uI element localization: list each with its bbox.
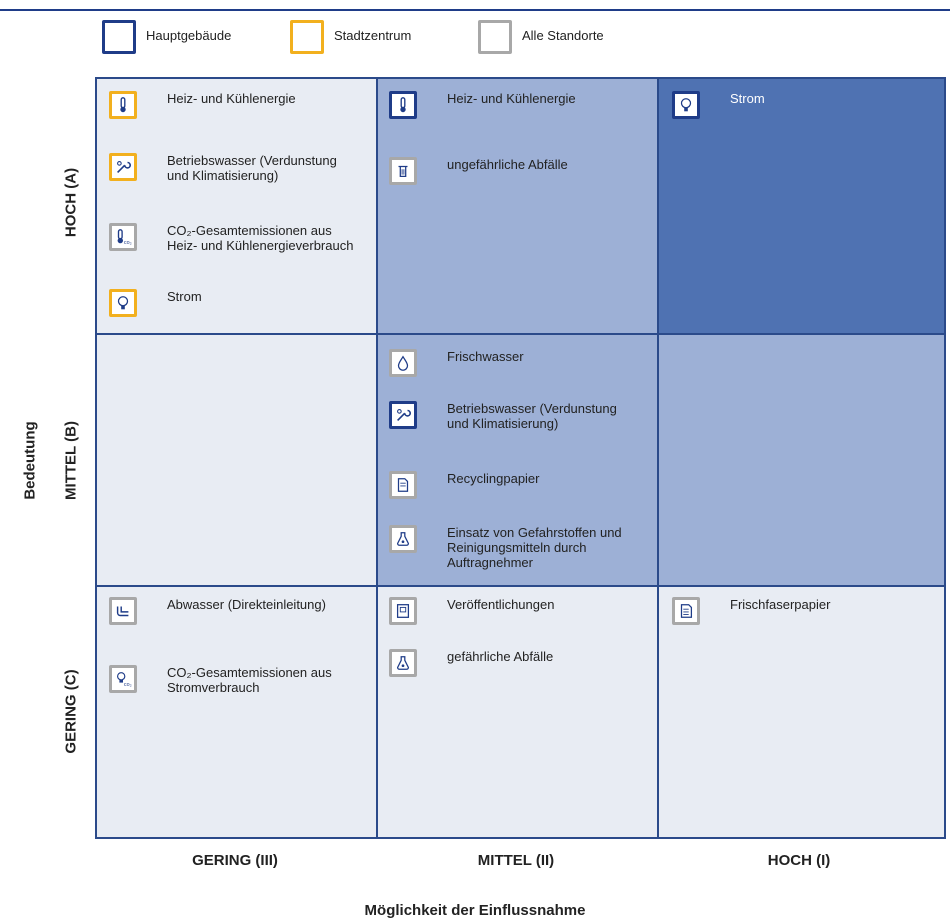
cell-hoch-mittel xyxy=(378,79,659,335)
cell-gering-gering xyxy=(97,587,378,837)
legend-label: Alle Standorte xyxy=(522,28,604,43)
lightbulb-icon xyxy=(109,289,137,317)
paper-icon xyxy=(672,597,700,625)
matrix-item: Frischwasser xyxy=(389,349,637,377)
item-label: Strom xyxy=(167,289,202,304)
matrix-item: Betriebswasser (Verdunstung und Klimatis… xyxy=(109,153,357,183)
matrix-item: Strom xyxy=(672,91,920,119)
cell-mittel-gering xyxy=(97,335,378,587)
flask-hazard-icon xyxy=(389,649,417,677)
matrix-grid: Heiz- und Kühlenergie Betriebswasser (Ve… xyxy=(95,77,946,839)
item-label: Betriebswasser (Verdunstung und Klimatis… xyxy=(447,401,617,431)
item-label: Recyclingpapier xyxy=(447,471,540,486)
col-label-hoch: HOCH (I) xyxy=(767,852,831,869)
item-label: CO₂-Gesamtemissionen aus Stromverbrauch xyxy=(167,665,332,695)
thermometer-icon xyxy=(389,91,417,119)
wrench-icon xyxy=(109,153,137,181)
matrix-item: co₂ CO₂-Gesamtemissionen aus Stromverbra… xyxy=(109,665,357,695)
thermometer-icon xyxy=(109,91,137,119)
legend-item-alle-standorte: Alle Standorte xyxy=(478,20,604,54)
item-label: Veröffentlichungen xyxy=(447,597,555,612)
cell-gering-mittel xyxy=(378,587,659,837)
item-label: Abwasser (Direkteinleitung) xyxy=(167,597,326,612)
matrix-item: Recyclingpapier xyxy=(389,471,637,499)
cell-gering-hoch xyxy=(659,587,944,837)
item-label: Einsatz von Gefahrstoffen und Reinigungs… xyxy=(447,525,622,570)
matrix-item: Betriebswasser (Verdunstung und Klimatis… xyxy=(389,401,637,431)
col-label-gering: GERING (III) xyxy=(192,852,278,869)
top-rule xyxy=(0,9,950,11)
legend-swatch-alle-standorte xyxy=(478,20,512,54)
matrix-item: Veröffentlichungen xyxy=(389,597,637,625)
item-label: gefährliche Abfälle xyxy=(447,649,554,664)
item-label: ungefährliche Abfälle xyxy=(447,157,568,172)
item-label: CO₂-Gesamtemissionen aus Heiz- und Kühle… xyxy=(167,223,354,253)
col-label-mittel: MITTEL (II) xyxy=(477,852,555,869)
legend-swatch-hauptgebaeude xyxy=(102,20,136,54)
trash-icon xyxy=(389,157,417,185)
pipe-icon xyxy=(109,597,137,625)
svg-text:co₂: co₂ xyxy=(124,240,132,246)
wrench-icon xyxy=(389,401,417,429)
svg-text:co₂: co₂ xyxy=(124,682,132,688)
row-label-hoch: HOCH (A) xyxy=(62,167,80,238)
item-label: Heiz- und Kühlenergie xyxy=(447,91,576,106)
cell-mittel-mittel xyxy=(378,335,659,587)
matrix-item: ungefährliche Abfälle xyxy=(389,157,637,185)
matrix-item: Heiz- und Kühlenergie xyxy=(109,91,357,119)
matrix-item: co₂ CO₂-Gesamtemissionen aus Heiz- und K… xyxy=(109,223,357,253)
item-label: Strom xyxy=(730,91,765,106)
item-label: Betriebswasser (Verdunstung und Klimatis… xyxy=(167,153,337,183)
legend-item-hauptgebaeude: Hauptgebäude xyxy=(102,20,231,54)
lightbulb-co2-icon: co₂ xyxy=(109,665,137,693)
legend-item-stadtzentrum: Stadtzentrum xyxy=(290,20,411,54)
matrix-item: Einsatz von Gefahrstoffen und Reinigungs… xyxy=(389,525,637,570)
legend-swatch-stadtzentrum xyxy=(290,20,324,54)
row-label-gering: GERING (C) xyxy=(62,669,80,754)
flask-hazard-icon xyxy=(389,525,417,553)
legend-label: Hauptgebäude xyxy=(146,28,232,43)
cell-hoch-gering xyxy=(97,79,378,335)
matrix-item: Heiz- und Kühlenergie xyxy=(389,91,637,119)
row-label-mittel: MITTEL (B) xyxy=(62,421,80,500)
water-drop-icon xyxy=(389,349,417,377)
grid-divider xyxy=(657,79,659,837)
matrix-item: Strom xyxy=(109,289,357,317)
x-axis-title: Möglichkeit der Einflussnahme xyxy=(364,902,586,919)
matrix-item: gefährliche Abfälle xyxy=(389,649,637,677)
item-label: Frischwasser xyxy=(447,349,524,364)
recycled-paper-icon xyxy=(389,471,417,499)
thermometer-co2-icon: co₂ xyxy=(109,223,137,251)
legend-label: Stadtzentrum xyxy=(334,28,412,43)
cell-mittel-hoch xyxy=(659,335,944,587)
matrix-item: Frischfaserpapier xyxy=(672,597,920,625)
cell-hoch-hoch xyxy=(659,79,944,335)
matrix-item: Abwasser (Direkteinleitung) xyxy=(109,597,357,625)
lightbulb-icon xyxy=(672,91,700,119)
grid-divider xyxy=(376,79,378,837)
y-axis-title: Bedeutung xyxy=(21,421,39,500)
item-label: Frischfaserpapier xyxy=(730,597,831,612)
grid-divider xyxy=(97,585,944,587)
item-label: Heiz- und Kühlenergie xyxy=(167,91,296,106)
grid-divider xyxy=(97,333,944,335)
publication-icon xyxy=(389,597,417,625)
